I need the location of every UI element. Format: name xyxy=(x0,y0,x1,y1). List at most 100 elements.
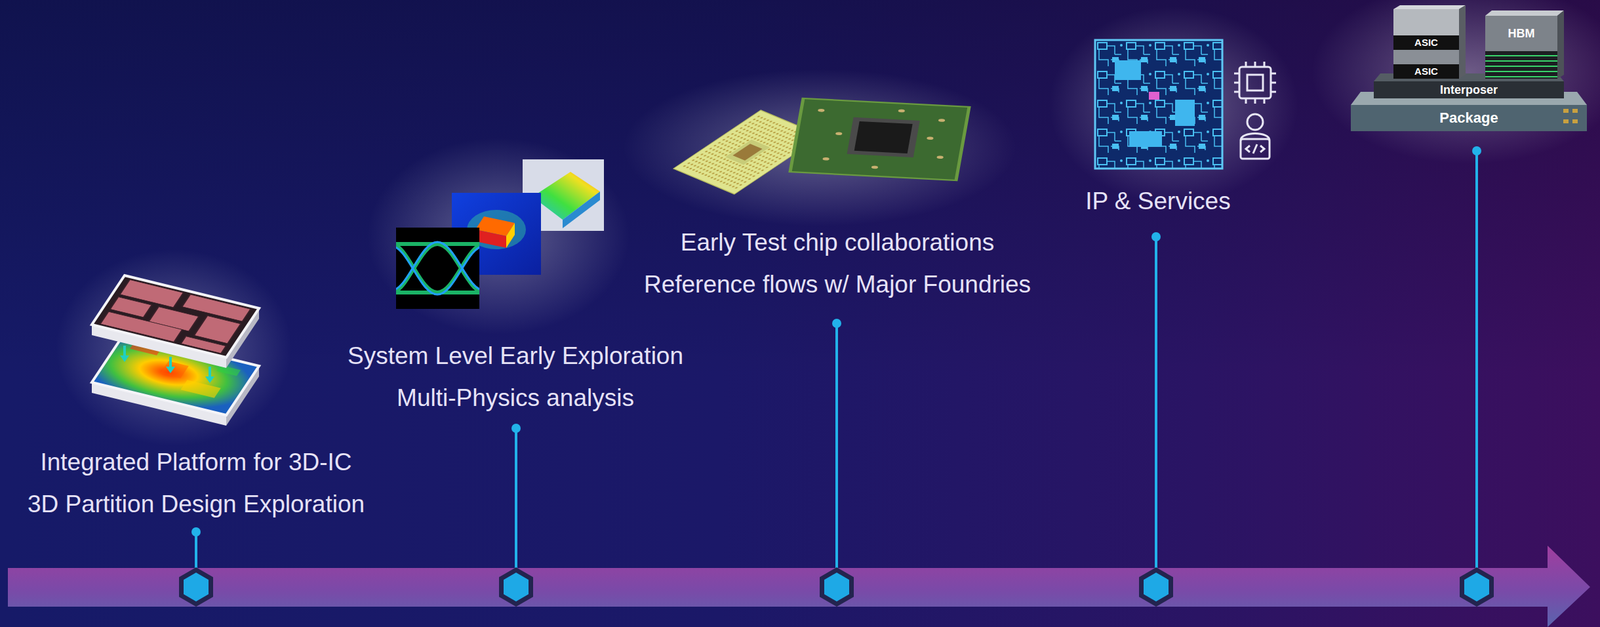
package-illustration-part xyxy=(1373,81,1564,99)
test-chip-illustration xyxy=(673,98,970,195)
package-illustration-part xyxy=(1393,9,1460,36)
package-illustration-part-part xyxy=(1572,108,1578,113)
package-illustration-part xyxy=(1393,5,1466,10)
package-illustration-part xyxy=(1393,49,1460,65)
stacked-die-illustration-part-part xyxy=(160,361,189,379)
package-illustration-part xyxy=(1563,108,1578,124)
stacked-die-illustration-part-part xyxy=(205,376,215,383)
milestone-marker-part-part xyxy=(1139,567,1174,607)
glow xyxy=(55,0,1600,446)
milestone-stem-part xyxy=(1154,236,1158,568)
milestone-marker-part-part xyxy=(1143,572,1169,602)
glow-part xyxy=(1049,6,1299,204)
milestone-title: Early Test chip collaborations xyxy=(680,228,995,258)
package-illustration-part xyxy=(1485,55,1558,78)
package-illustration-part xyxy=(1393,64,1460,79)
test-chip-illustration-part-part xyxy=(725,139,770,165)
milestone-marker-part-part xyxy=(1459,567,1494,607)
milestone-marker xyxy=(179,567,1494,607)
timeline-arrow xyxy=(7,545,1591,627)
multiphysics-illustration xyxy=(390,159,604,309)
package-illustration-part-part xyxy=(1563,108,1569,113)
ip-illustration-part xyxy=(1234,61,1277,159)
chip-layer-label: ASIC xyxy=(1414,65,1439,77)
hbm-label: HBM xyxy=(1508,26,1536,41)
multiphysics-illustration-part-part-part xyxy=(396,243,480,293)
milestone-stem-part xyxy=(835,323,839,568)
test-chip-illustration-part-part-part xyxy=(822,157,830,161)
multiphysics-illustration-part xyxy=(532,171,600,220)
ip-illustration-part-part xyxy=(1240,139,1270,159)
test-chip-illustration-part-part xyxy=(807,104,952,172)
milestone-stem-part xyxy=(191,527,201,537)
stacked-die-illustration xyxy=(91,275,260,426)
package-illustration-part-part xyxy=(1485,76,1558,78)
ip-illustration-part xyxy=(1095,40,1223,169)
package-illustration-part-part xyxy=(1485,60,1558,62)
multiphysics-illustration-part xyxy=(396,227,480,309)
package-illustration-part xyxy=(1485,10,1564,16)
package-illustration-part xyxy=(1393,35,1460,50)
stacked-die-illustration-part-part xyxy=(169,356,172,368)
multiphysics-illustration-part xyxy=(562,191,600,229)
milestone-marker-part-part xyxy=(824,572,850,602)
test-chip-illustration-part-part xyxy=(732,143,762,161)
test-chip-illustration-part-part-part xyxy=(926,136,934,140)
stacked-die-illustration-part-part xyxy=(165,366,176,374)
stacked-die-illustration-part xyxy=(91,275,260,358)
package-illustration-part-part xyxy=(1485,65,1558,67)
multiphysics-illustration-part-part-part xyxy=(396,243,480,293)
ip-illustration-part-part xyxy=(1247,114,1263,130)
multiphysics-illustration-part xyxy=(396,241,480,295)
milestone-marker-part xyxy=(819,567,854,607)
stacked-die-illustration-part-part xyxy=(123,345,126,357)
package-illustration-part-part xyxy=(1572,119,1578,124)
test-chip-illustration-part-part xyxy=(847,117,920,158)
milestone-subtitle: 3D Partition Design Exploration xyxy=(27,490,365,519)
test-chip-illustration-part-part xyxy=(790,98,970,181)
glow-part xyxy=(622,68,1017,227)
stacked-die-illustration-part-part xyxy=(100,279,252,354)
package-illustration-part xyxy=(1557,10,1564,79)
ip-illustration-part xyxy=(1114,60,1141,80)
milestone-title: IP & Services xyxy=(1085,187,1231,216)
milestone-stem-part xyxy=(1151,232,1161,242)
milestone-marker-part xyxy=(1139,567,1174,607)
milestone-stem-part xyxy=(832,318,842,328)
ip-illustration-part-part xyxy=(1247,74,1263,91)
test-chip-illustration-part-part-part xyxy=(835,131,843,136)
milestone-marker-part-part xyxy=(819,567,854,607)
stacked-die-illustration-part-part-part xyxy=(194,315,241,344)
glow-part xyxy=(55,249,292,446)
milestone-stem xyxy=(191,146,1482,568)
multiphysics-illustration-part-part xyxy=(396,243,480,293)
multiphysics-illustration-part-part-part xyxy=(396,245,480,295)
ip-illustration-part xyxy=(1175,99,1195,126)
test-chip-illustration-part-part-part xyxy=(817,108,825,113)
test-chip-illustration-part-part xyxy=(854,121,913,154)
package-illustration-part-part xyxy=(1485,70,1558,73)
milestone-stem-part xyxy=(511,423,521,433)
milestone-marker-part xyxy=(499,567,534,607)
ip-illustration-part xyxy=(1129,131,1162,147)
glow-part xyxy=(367,137,630,335)
chip-layer-label: ASIC xyxy=(1414,36,1439,48)
stacked-die-illustration-part-part xyxy=(216,365,241,377)
stacked-die-illustration-part xyxy=(91,275,260,358)
package-illustration-part-part xyxy=(1485,55,1558,57)
milestone-stem-part xyxy=(1472,146,1482,156)
test-chip-illustration-part-part-part xyxy=(897,109,905,113)
ip-illustration-part xyxy=(1095,40,1223,169)
stacked-die-illustration-part-part xyxy=(120,355,130,362)
milestone-stem-part xyxy=(1475,150,1479,568)
ip-illustration-part xyxy=(1148,91,1160,100)
ip-illustration-part-part xyxy=(1234,61,1277,104)
ip-illustration xyxy=(1095,40,1277,169)
milestone-title: Integrated Platform for 3D-IC xyxy=(40,448,352,477)
test-chip-illustration-part-part-part xyxy=(870,165,879,170)
test-chip-illustration-part-part-part xyxy=(936,155,944,159)
glow-part xyxy=(1311,0,1600,164)
